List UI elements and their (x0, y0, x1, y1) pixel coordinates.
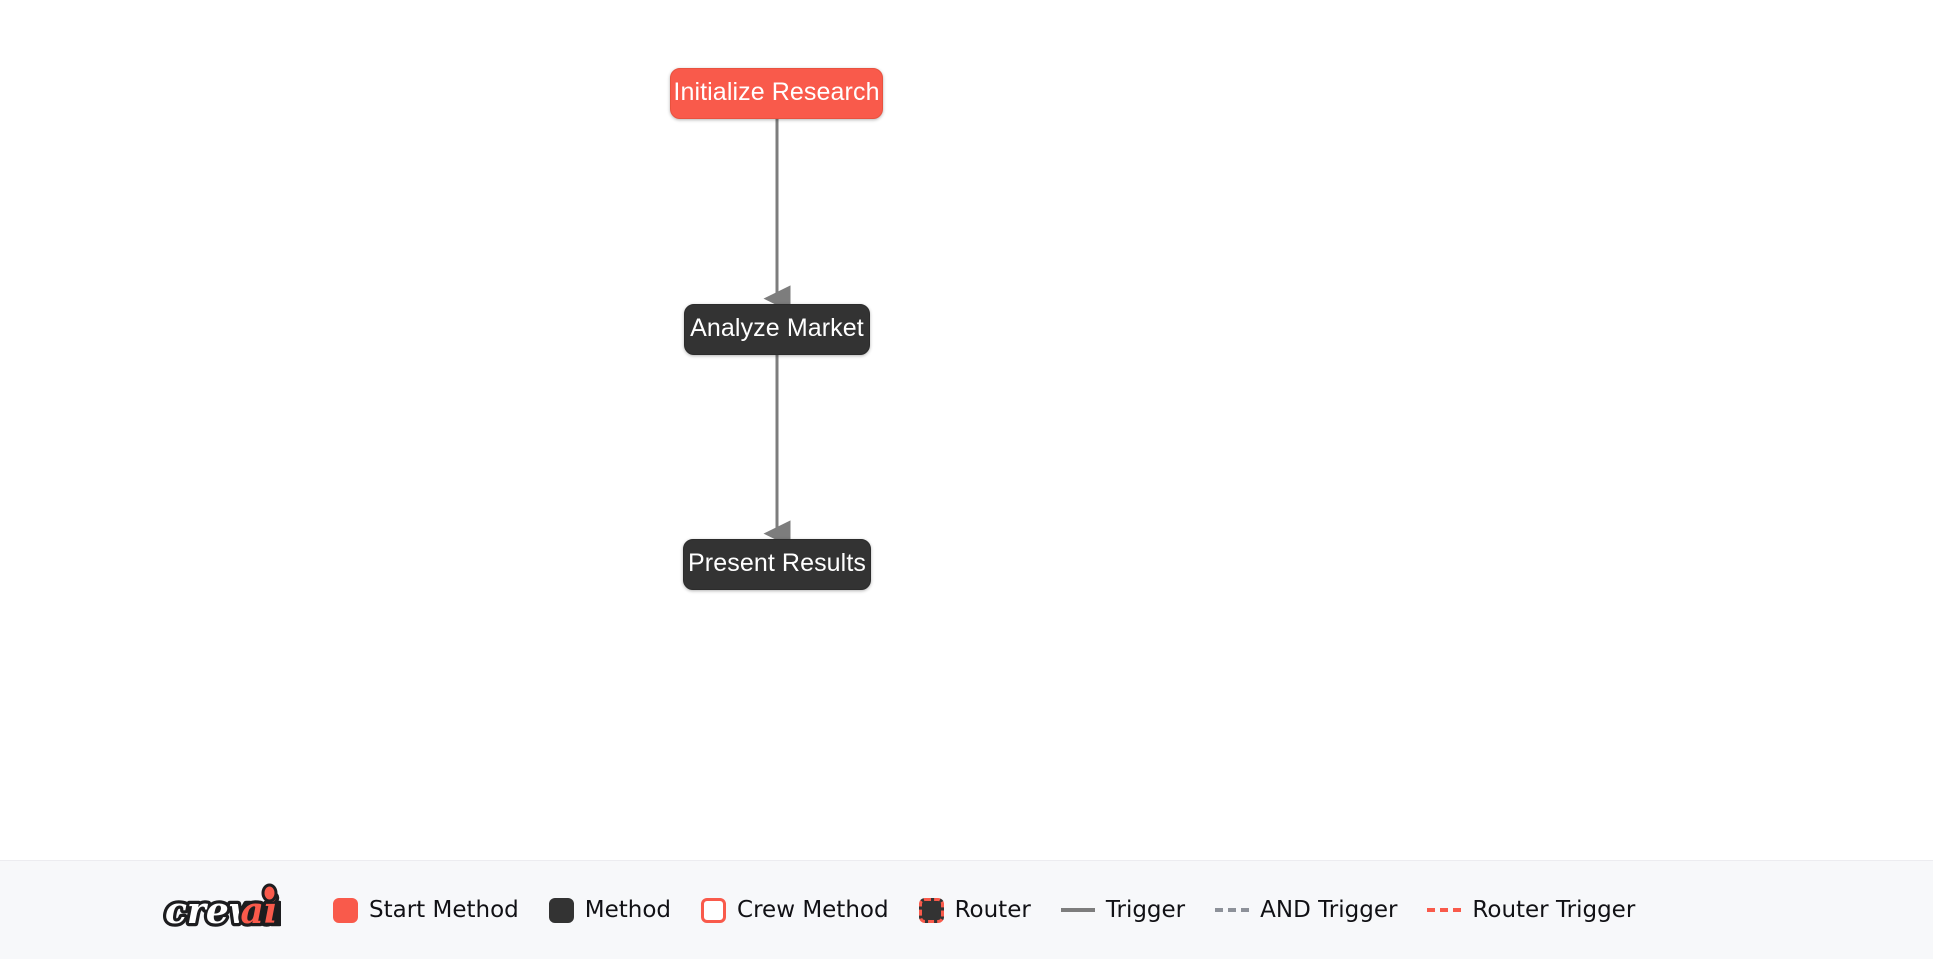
crewai-logo-dot (261, 883, 278, 903)
flow-node-analyze-market[interactable]: Analyze Market (684, 304, 870, 355)
flow-node-initialize-research[interactable]: Initialize Research (670, 68, 883, 119)
legend-item-router-trigger: Router Trigger (1427, 896, 1636, 923)
legend-label: Start Method (369, 896, 519, 923)
legend-item-router: Router (918, 896, 1031, 923)
method-swatch-icon (548, 897, 574, 923)
flow-node-present-results[interactable]: Present Results (683, 539, 871, 590)
crewai-logo-crew: crew (165, 890, 262, 932)
legend-item-trigger: Trigger (1060, 896, 1186, 923)
edge-layer (763, 119, 791, 547)
legend-item-method: Method (548, 896, 672, 923)
start-method-swatch-icon (333, 897, 358, 923)
legend-label: Trigger (1105, 896, 1186, 923)
flow-canvas[interactable]: Initialize Research Analyze Market Prese… (0, 0, 1933, 860)
flow-node-label: Initialize Research (673, 78, 880, 106)
legend-label: Router (954, 896, 1031, 923)
legend-label: AND Trigger (1260, 896, 1398, 923)
legend-label: Method (584, 896, 672, 923)
and-trigger-line-icon (1215, 908, 1250, 912)
crew-method-swatch-icon (701, 897, 727, 923)
legend-label: Router Trigger (1472, 896, 1636, 923)
legend-item-start-method: Start Method (333, 896, 519, 923)
router-swatch-icon (918, 897, 944, 923)
legend-item-and-trigger: AND Trigger (1215, 896, 1398, 923)
flow-node-label: Present Results (688, 549, 866, 577)
router-trigger-line-icon (1427, 908, 1462, 912)
flow-node-label: Analyze Market (690, 314, 864, 342)
legend-label: Crew Method (737, 896, 889, 923)
legend-item-crew-method: Crew Method (701, 896, 889, 923)
trigger-line-icon (1060, 908, 1095, 912)
